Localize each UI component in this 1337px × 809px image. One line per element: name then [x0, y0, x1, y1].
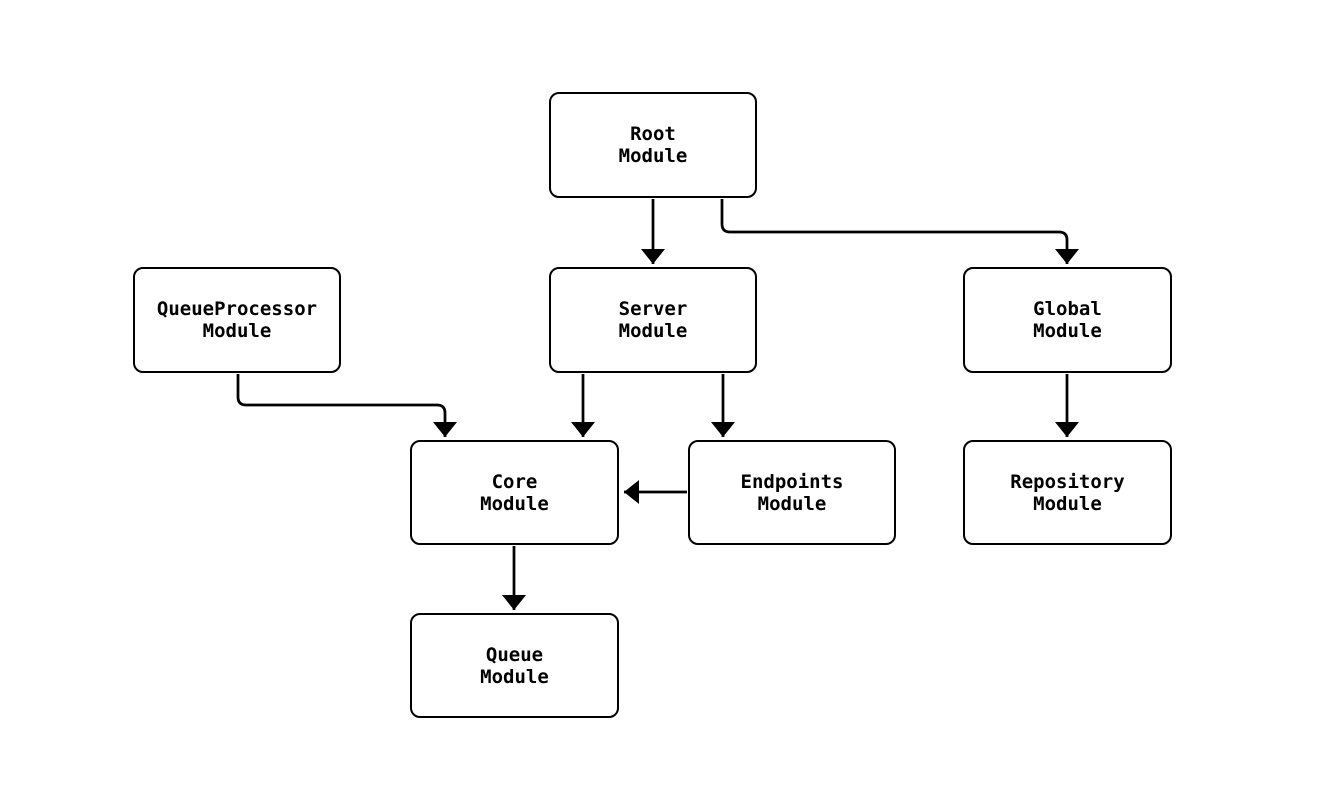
- node-repository-module-label: Repository Module: [1010, 470, 1125, 515]
- node-global-module: Global Module: [963, 267, 1172, 373]
- node-queueprocessor-module-label: QueueProcessor Module: [156, 298, 318, 342]
- node-server-module-label: Server Module: [618, 298, 688, 342]
- node-core-module: Core Module: [410, 440, 619, 545]
- node-endpoints-module: Endpoints Module: [688, 440, 896, 545]
- node-root-module-label: Root Module: [618, 123, 688, 167]
- node-server-module: Server Module: [549, 267, 757, 373]
- node-queueprocessor-module: QueueProcessor Module: [133, 267, 341, 373]
- node-root-module: Root Module: [549, 92, 757, 198]
- edge-queueprocessor-to-core: [236, 374, 457, 437]
- node-queue-module-label: Queue Module: [480, 643, 549, 688]
- node-global-module-label: Global Module: [1033, 298, 1102, 342]
- node-core-module-label: Core Module: [480, 470, 549, 515]
- node-endpoints-module-label: Endpoints Module: [740, 470, 844, 515]
- node-queue-module: Queue Module: [410, 613, 619, 718]
- edge-root-to-global: [720, 199, 1079, 264]
- node-repository-module: Repository Module: [963, 440, 1172, 545]
